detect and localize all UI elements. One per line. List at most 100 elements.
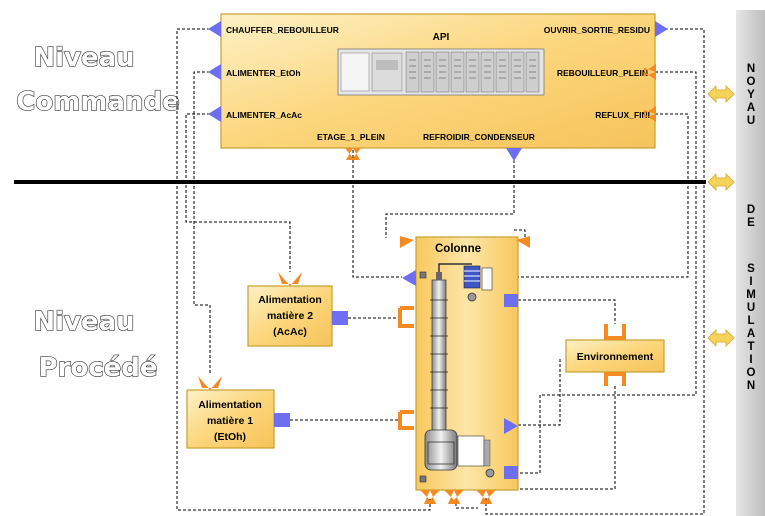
port-alimenter-etoh[interactable] [208,64,221,80]
port-colonne-etage[interactable] [402,270,416,286]
signal-refroidir-condenseur: REFROIDIR_CONDENSEUR [423,132,535,142]
simulation-core-letter: I [749,276,752,288]
port-colonne-top-right[interactable] [516,236,530,248]
port-env-bottom[interactable] [604,372,626,386]
port-chauffer-rebouilleur[interactable] [208,21,221,37]
port-colonne-condenseur[interactable] [504,294,518,307]
port-feed1-out[interactable] [274,413,290,427]
simulation-core-letter: D [747,204,755,216]
plc-rack-image [337,48,545,96]
simulation-core-letter: O [747,367,756,379]
condenser-coil [463,265,481,289]
environnement-block[interactable]: Environnement [565,324,665,386]
simulation-core-letter: N [747,63,755,75]
port-alimenter-acac[interactable] [208,106,221,122]
feed1-line2: matière 1 [207,415,253,427]
environnement-label: Environnement [577,351,654,363]
condenser-sensor [481,267,493,291]
port-colonne-bottom-3[interactable] [476,490,496,504]
feed1-block[interactable]: Alimentation matière 1 (EtOh) [186,376,290,449]
signal-etage-1-plein: ETAGE_1_PLEIN [317,132,385,142]
signal-alimenter-acac: ALIMENTER_AcAc [226,110,302,120]
level-command-title: Niveau Commande [16,42,181,117]
bottom-valve [419,475,427,483]
line-env-bottom [510,386,616,490]
simulation-core-letter: Y [747,89,755,101]
line-alimenter-acac [185,113,291,272]
line-etage-1-plein [352,150,402,278]
signal-reflux-fini: REFLUX_FINI [595,110,650,120]
simulation-core-letter: E [747,217,755,229]
reboiler-vessel [424,429,458,471]
port-rebouilleur-plein[interactable] [644,64,656,80]
simulation-core-letter: U [747,302,755,314]
simulation-core-letter: A [747,102,755,114]
level-command-line1: Niveau [33,43,134,73]
feed1-box [186,389,275,449]
line-env-mid [518,358,561,426]
double-arrow-command-icon [707,85,735,103]
line-env-top [518,299,616,324]
column-top-pipe [436,272,442,280]
level-process-line2: Procédé [38,353,157,383]
simulation-core-letter: U [747,115,755,127]
double-arrow-process-icon [707,329,735,347]
vapor-line [438,263,472,272]
feed2-block[interactable]: Alimentation matière 2 (AcAc) [247,272,348,347]
port-colonne-bottom-1[interactable] [420,490,440,504]
line-refroidir-condenseur [385,150,515,238]
reflux-valve [467,292,477,302]
simulation-core-letter: A [747,328,755,340]
simulation-core-letter: N [747,380,755,392]
port-colonne-bottom-2[interactable] [444,490,464,504]
feed1-line1: Alimentation [198,399,262,411]
reboiler-sensor [457,435,485,467]
feed2-line3: (AcAc) [273,326,307,338]
environnement-box [565,339,665,373]
line-reflux-fini [510,113,689,278]
colonne-block[interactable]: Colonne [398,236,530,504]
port-colonne-top-left[interactable] [400,236,414,248]
simulation-core-letter: I [749,354,752,366]
port-etage-1-plein[interactable] [345,148,361,160]
top-valve [419,271,427,279]
link-arrows [707,85,735,347]
line-alimenter-etoh [193,71,211,375]
feed1-line3: (EtOh) [214,431,246,443]
port-colonne-residu[interactable] [504,466,518,479]
port-env-top[interactable] [604,324,626,340]
feed2-line1: Alimentation [258,294,322,306]
line-bottom-small [455,498,478,509]
port-reflux-fini[interactable] [644,106,656,122]
port-feed2-command[interactable] [278,272,302,286]
column-tube [431,279,447,441]
colonne-title: Colonne [435,243,481,255]
port-colonne-feed1[interactable] [398,410,414,430]
port-colonne-feed2[interactable] [398,306,414,328]
line-condenseur-right [514,229,526,242]
signal-alimenter-etoh: ALIMENTER_EtOh [226,68,301,78]
column-trays [430,299,448,409]
port-refroidir-condenseur[interactable] [506,148,522,161]
line-chauffer-rebouilleur [176,28,431,511]
port-feed1-command[interactable] [198,376,222,390]
residue-valve [485,468,495,478]
line-rebouilleur-plein [510,71,697,474]
feed2-box [247,285,333,347]
port-ouvrir-sortie-residu[interactable] [655,21,668,37]
signal-ouvrir-sortie-residu: OUVRIR_SORTIE_RESIDU [544,25,650,35]
connection-lines [176,28,705,515]
double-arrow-separator-icon [707,173,735,191]
line-ouvrir-sortie [485,28,705,515]
feed2-line2: matière 2 [267,310,313,322]
port-feed2-out[interactable] [332,311,348,325]
api-block[interactable]: API CHAUFFER_REBOUILLEUR ALIMENTER_EtOh … [208,13,668,161]
port-colonne-env[interactable] [504,418,518,434]
level-process-line1: Niveau [33,307,134,337]
signal-rebouilleur-plein: REBOUILLEUR_PLEIN [557,68,648,78]
simulation-core-bar [736,10,765,516]
level-process-title: Niveau Procédé [33,306,158,383]
